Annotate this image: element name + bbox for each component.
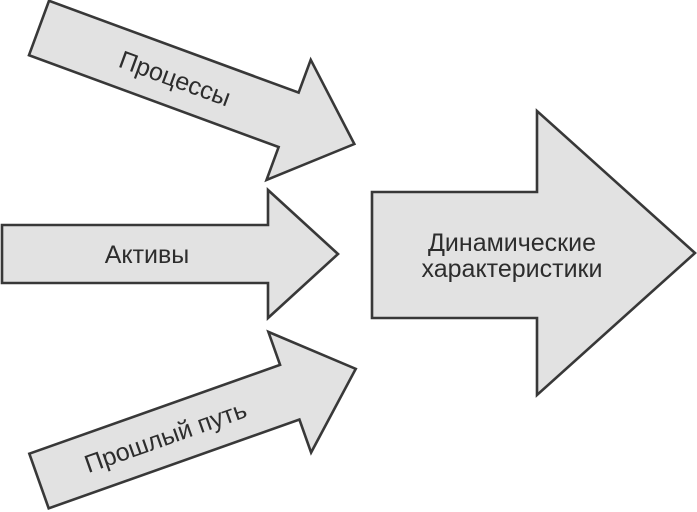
- arrow-dynamic-characteristics: Динамические характеристики: [370, 108, 697, 398]
- arrow-past-path-shape: [27, 329, 358, 510]
- arrow-processes: Процессы: [27, 0, 357, 183]
- arrow-assets: Активы: [0, 187, 340, 321]
- arrow-dynamic-characteristics-shape: [370, 108, 697, 398]
- arrow-assets-shape: [0, 187, 340, 321]
- arrow-past-path: Прошлый путь: [27, 329, 358, 510]
- arrow-dynamic-characteristics-label-line1: Динамические: [428, 229, 596, 257]
- arrow-processes-shape: [27, 0, 357, 183]
- arrow-dynamic-characteristics-label-line2: характеристики: [422, 255, 603, 283]
- arrow-assets-label: Активы: [105, 241, 190, 269]
